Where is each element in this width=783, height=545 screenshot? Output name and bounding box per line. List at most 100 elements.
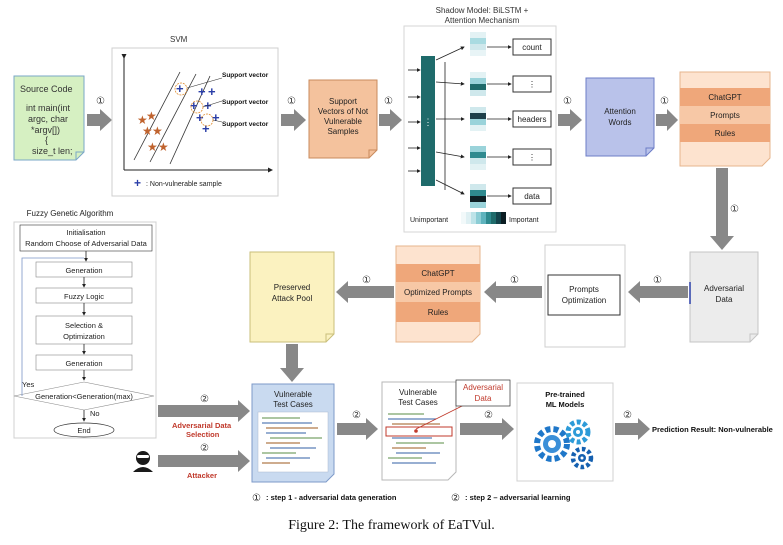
source-code-doc: Source Code int main(int argc, char *arg… <box>13 75 85 161</box>
svg-text:Vulnerable: Vulnerable <box>274 390 313 399</box>
svg-text:Selection &: Selection & <box>65 321 103 330</box>
output-token <box>512 148 552 166</box>
svg-text:Generation<Generation(max): Generation<Generation(max) <box>35 392 133 401</box>
fuzzy-title: Fuzzy Genetic Algorithm <box>27 209 114 218</box>
output-token <box>512 187 552 205</box>
gears-icon <box>534 419 594 470</box>
svg-text:No: No <box>90 409 100 418</box>
svg-text:Words: Words <box>609 118 632 127</box>
optimized-prompts-doc: ChatGPT Optimized Prompts Rules <box>395 245 481 343</box>
star-icon: ★ <box>146 109 157 123</box>
star-icon: ★ <box>142 124 153 138</box>
svg-text:⋮: ⋮ <box>528 153 536 162</box>
output-token <box>512 110 552 128</box>
flow-arrow <box>158 450 250 472</box>
prediction-result: Prediction Result: Non-vulnerable <box>652 425 773 434</box>
scale-low-label: Unimportant <box>410 217 448 224</box>
legend-step1: : step 1 - adversarial data generation <box>266 493 397 502</box>
svg-text:count: count <box>522 43 542 52</box>
adversarial-selection-label: Adversarial Data <box>172 421 232 430</box>
flow-arrow <box>615 418 650 440</box>
fuzzy-ga-panel: Initialisation Random Choose of Adversar… <box>13 221 157 439</box>
svg-text:Optimized Prompts: Optimized Prompts <box>404 288 472 297</box>
svg-text:Prompts: Prompts <box>710 111 740 120</box>
scale-high-label: Important <box>509 217 539 224</box>
svg-text:Initialisation: Initialisation <box>66 228 105 237</box>
svg-text:ML Models: ML Models <box>546 400 585 409</box>
adversarial-data-doc: Adversarial Data <box>689 251 759 343</box>
cross-icon: + <box>208 84 216 99</box>
svg-text:ChatGPT: ChatGPT <box>708 93 741 102</box>
legend-step1-marker: ① <box>252 493 261 504</box>
step-marker: ① <box>653 275 662 286</box>
output-token <box>512 75 552 93</box>
chatgpt-prompts-doc: ChatGPT Prompts Rules <box>679 71 771 167</box>
shadow-model-panel: ⋮ count ⋮ <box>403 25 557 233</box>
flow-arrow <box>656 109 678 131</box>
flow-arrow <box>337 418 378 440</box>
svg-text:Preserved: Preserved <box>274 283 310 292</box>
step-marker: ① <box>563 96 572 107</box>
cross-icon: + <box>176 81 184 96</box>
code-line: size_t len; <box>32 146 73 156</box>
star-icon: ★ <box>137 113 148 127</box>
svg-text:Samples: Samples <box>327 127 358 136</box>
svg-text:End: End <box>77 426 90 435</box>
star-icon: ★ <box>147 140 158 154</box>
vulnerable-samples: ★ ★ ★ ★ ★ ★ <box>137 109 169 154</box>
svg-text:Pre-trained: Pre-trained <box>545 390 585 399</box>
code-line: argc, char <box>28 114 68 124</box>
svg-text:Generation: Generation <box>65 359 102 368</box>
support-vector-label: Support vector <box>222 121 269 128</box>
flow-arrow <box>158 400 250 422</box>
svg-text:⋮: ⋮ <box>528 80 536 89</box>
svg-text:Vulnerable: Vulnerable <box>399 388 438 397</box>
step-marker: ① <box>96 96 105 107</box>
importance-scale <box>461 212 506 224</box>
legend-step2-marker: ② <box>451 493 460 504</box>
ml-models-box: Pre-trained ML Models <box>516 382 614 482</box>
flow-arrow <box>280 344 304 382</box>
flow-arrow <box>710 168 734 250</box>
svg-text:Attack Pool: Attack Pool <box>272 294 313 303</box>
flow-arrow <box>460 418 514 440</box>
svg-text:Optimization: Optimization <box>63 332 105 341</box>
svg-text:Test Cases: Test Cases <box>398 398 438 407</box>
svg-text:Generation: Generation <box>65 266 102 275</box>
attacker-label: Attacker <box>187 471 217 480</box>
svg-text:Data: Data <box>716 295 733 304</box>
flow-arrow <box>558 109 582 131</box>
svg-text:Adversarial: Adversarial <box>704 284 744 293</box>
svg-text:ChatGPT: ChatGPT <box>421 269 454 278</box>
svg-text:Random Choose of Adversarial D: Random Choose of Adversarial Data <box>25 239 148 248</box>
step-marker: ② <box>200 394 209 405</box>
step-marker: ② <box>623 410 632 421</box>
support-vector-label: Support vector <box>222 72 269 79</box>
svg-text:Prompts: Prompts <box>569 285 599 294</box>
step-marker: ① <box>730 204 739 215</box>
legend-step2: : step 2 – adversarial learning <box>465 493 571 502</box>
step-marker: ① <box>660 96 669 107</box>
output-token <box>512 38 552 56</box>
shadow-model-subtitle: Attention Mechanism <box>445 16 520 25</box>
step-marker: ② <box>200 443 209 454</box>
svg-text:Test Cases: Test Cases <box>273 400 313 409</box>
svg-text:Yes: Yes <box>22 380 34 389</box>
shadow-model-title: Shadow Model: BiLSTM + <box>436 6 529 15</box>
step-marker: ① <box>287 96 296 107</box>
flow-arrow <box>379 109 402 131</box>
step-marker: ① <box>510 275 519 286</box>
svg-text:Support: Support <box>329 97 358 106</box>
step-marker: ② <box>352 410 361 421</box>
code-line: *argv[]) <box>31 125 60 135</box>
cross-icon: + <box>190 98 198 113</box>
adversarial-selection-label-2: Selection <box>186 430 220 439</box>
vulnerable-test-cases-adv-doc: Vulnerable Test Cases Adversarial Data <box>381 379 511 481</box>
attacker-icon <box>133 451 153 472</box>
svg-text:Data: Data <box>475 394 492 403</box>
cross-icon: + <box>134 176 141 190</box>
flow-arrow <box>281 109 306 131</box>
svm-panel: ★ ★ ★ ★ ★ ★ + + + + + + + + Support vect… <box>111 47 279 197</box>
prompts-optimization-box: Prompts Optimization <box>544 244 626 348</box>
